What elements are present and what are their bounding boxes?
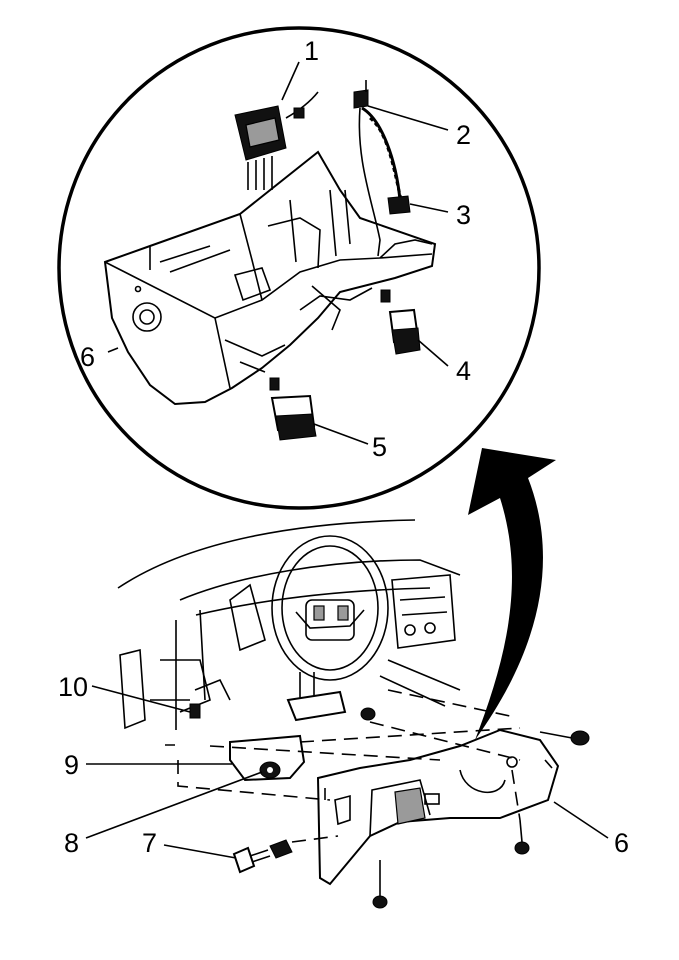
detail-view [57, 26, 541, 510]
callout-1: 1 [304, 36, 319, 66]
isolator-mount-4 [380, 289, 421, 355]
module-housing [103, 150, 437, 406]
nut-upper [360, 707, 376, 721]
steering-wheel [271, 535, 389, 720]
lower-leader-lines [85, 685, 609, 859]
vehicle-dash-assembly [85, 519, 609, 909]
callout-3: 3 [456, 200, 471, 230]
callout-2: 2 [456, 120, 471, 150]
alignment-lines [177, 689, 521, 843]
detail-leader-lines [107, 61, 449, 445]
knee-bolster-bracket [229, 734, 306, 782]
callout-8: 8 [64, 828, 79, 858]
bolt-bottom-center [514, 819, 530, 855]
bolt-right [539, 730, 590, 746]
bolt-bottom-left [372, 860, 388, 909]
coiled-harness [353, 80, 411, 257]
callout-9: 9 [64, 750, 79, 780]
callout-5: 5 [372, 432, 387, 462]
bolt-8 [259, 761, 281, 779]
callout-6-bottom: 6 [614, 828, 629, 858]
bracket-10 [189, 678, 231, 719]
isolator-mount-5 [269, 377, 317, 441]
center-stack [379, 574, 461, 707]
callout-6-top: 6 [80, 342, 95, 372]
callout-10: 10 [58, 672, 88, 702]
connector-module [234, 91, 319, 190]
callout-4: 4 [456, 356, 471, 386]
callout-7: 7 [142, 828, 157, 858]
fastener-7 [232, 839, 293, 874]
lower-trim-panel [316, 728, 560, 886]
curved-arrow [468, 448, 556, 740]
